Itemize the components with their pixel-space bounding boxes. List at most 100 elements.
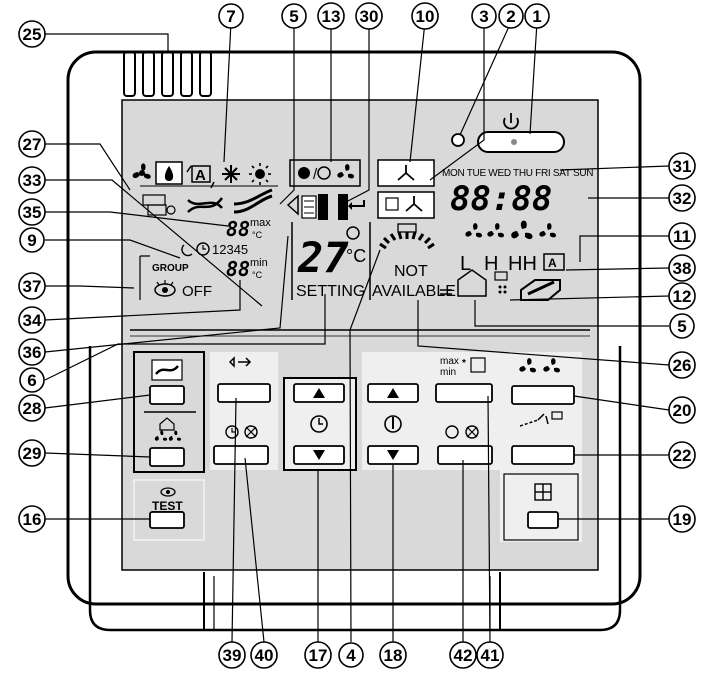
auto-icon: A bbox=[186, 165, 215, 189]
fan-speed-button-icon bbox=[519, 358, 561, 373]
svg-text:9: 9 bbox=[27, 231, 36, 250]
min-unit: °C bbox=[252, 270, 263, 280]
min-label: min bbox=[250, 257, 268, 269]
svg-text:36: 36 bbox=[23, 343, 42, 362]
callout-33: 33 bbox=[18, 166, 46, 194]
fan-icon bbox=[132, 163, 151, 179]
airflow-direction-button[interactable] bbox=[511, 445, 575, 465]
grid-icon bbox=[534, 483, 552, 501]
callout-lines bbox=[44, 21, 670, 643]
eye-icon bbox=[154, 280, 176, 297]
callout-40: 40 bbox=[250, 641, 278, 669]
ventilation-mode-button-icon bbox=[151, 359, 183, 381]
callout-16: 16 bbox=[18, 505, 46, 533]
svg-text:4: 4 bbox=[346, 646, 356, 665]
operation-select-button[interactable] bbox=[527, 511, 559, 529]
svg-text:40: 40 bbox=[255, 646, 274, 665]
svg-text:2: 2 bbox=[506, 7, 515, 26]
power-button[interactable] bbox=[477, 113, 565, 153]
vent-slots bbox=[123, 51, 212, 97]
svg-text:A: A bbox=[195, 167, 206, 184]
callout-4: 4 bbox=[338, 642, 364, 668]
available-label: AVAILABLE bbox=[372, 283, 456, 300]
max-min-button[interactable] bbox=[435, 383, 493, 403]
not-label: NOT bbox=[394, 263, 428, 280]
callout-41: 41 bbox=[476, 641, 504, 669]
sun-icon bbox=[249, 163, 271, 185]
max-unit: °C bbox=[252, 230, 263, 240]
svg-text:13: 13 bbox=[322, 7, 341, 26]
svg-text:18: 18 bbox=[384, 646, 403, 665]
callout-markers: 1 2 3 10 30 13 5 7 25 27 33 35 9 37 34 3… bbox=[18, 2, 696, 669]
svg-text:42: 42 bbox=[454, 646, 473, 665]
temperature-unit: °C bbox=[346, 246, 366, 266]
callout-5-top: 5 bbox=[281, 3, 307, 29]
air-filter-icon bbox=[286, 194, 328, 220]
air-swing-fan: NOT AVAILABLE bbox=[372, 223, 456, 300]
svg-text:41: 41 bbox=[481, 646, 500, 665]
svg-text:5: 5 bbox=[289, 7, 298, 26]
callout-6: 6 bbox=[19, 367, 45, 393]
callout-36: 36 bbox=[18, 338, 46, 366]
svg-text:39: 39 bbox=[223, 646, 242, 665]
timer-mode-icon bbox=[228, 356, 252, 368]
svg-text:29: 29 bbox=[23, 444, 42, 463]
temp-on-off-button[interactable] bbox=[437, 445, 493, 465]
svg-text:3: 3 bbox=[479, 7, 488, 26]
snowflake-icon bbox=[222, 165, 240, 183]
callout-18: 18 bbox=[379, 641, 407, 669]
clock-small-icon bbox=[196, 242, 210, 256]
svg-text:35: 35 bbox=[23, 203, 42, 222]
test-label: TEST bbox=[152, 499, 183, 513]
svg-text:30: 30 bbox=[360, 7, 379, 26]
callout-25: 25 bbox=[18, 20, 46, 48]
callout-38: 38 bbox=[668, 254, 696, 282]
callout-19: 19 bbox=[668, 505, 696, 533]
svg-text:31: 31 bbox=[673, 157, 692, 176]
callout-13: 13 bbox=[317, 2, 345, 30]
callout-17: 17 bbox=[304, 641, 332, 669]
timer-mode-button[interactable] bbox=[217, 383, 271, 403]
callout-5-right: 5 bbox=[669, 313, 695, 339]
callout-27: 27 bbox=[18, 130, 46, 158]
power-icon bbox=[503, 113, 519, 130]
callout-42: 42 bbox=[449, 641, 477, 669]
inspection-test-button[interactable] bbox=[149, 511, 185, 529]
air-direction-indicators bbox=[377, 159, 435, 219]
fan-speed-button[interactable] bbox=[511, 385, 575, 405]
program-dry-icon: / bbox=[289, 159, 361, 187]
temp-off-icon bbox=[445, 425, 479, 439]
thermometer-icon bbox=[384, 415, 402, 433]
max-label: max bbox=[250, 217, 271, 229]
callout-7: 7 bbox=[218, 3, 244, 29]
callout-11: 11 bbox=[668, 222, 696, 250]
svg-text:32: 32 bbox=[673, 189, 692, 208]
fan-speed-display: L H HH A bbox=[460, 220, 565, 275]
svg-text:*: * bbox=[462, 358, 466, 369]
fan-speed-low-label: L bbox=[460, 253, 471, 275]
svg-text:17: 17 bbox=[309, 646, 328, 665]
svg-text:20: 20 bbox=[673, 401, 692, 420]
ventilation-mode-button[interactable] bbox=[149, 385, 185, 405]
callout-3: 3 bbox=[471, 3, 497, 29]
callout-1: 1 bbox=[524, 3, 550, 29]
clock-display: 88:88 bbox=[450, 179, 552, 219]
timer-on-off-button[interactable] bbox=[213, 445, 269, 465]
bypass-icon bbox=[233, 188, 273, 214]
svg-text:34: 34 bbox=[23, 311, 42, 330]
operation-lamp bbox=[451, 133, 465, 147]
weekday-labels: MON TUE WED THU FRI SAT SUN bbox=[442, 168, 593, 179]
svg-text:38: 38 bbox=[673, 259, 692, 278]
callout-12: 12 bbox=[668, 282, 696, 310]
callout-35: 35 bbox=[18, 198, 46, 226]
schedule-days: 12345 bbox=[212, 242, 248, 257]
svg-text:/: / bbox=[313, 166, 318, 183]
callout-10: 10 bbox=[411, 2, 439, 30]
centralised-control-icon bbox=[494, 271, 508, 294]
svg-text:6: 6 bbox=[27, 371, 36, 390]
callout-28: 28 bbox=[18, 394, 46, 422]
ventilation-amount-button[interactable] bbox=[149, 447, 185, 467]
callout-22: 22 bbox=[668, 441, 696, 469]
svg-text:11: 11 bbox=[673, 227, 691, 246]
